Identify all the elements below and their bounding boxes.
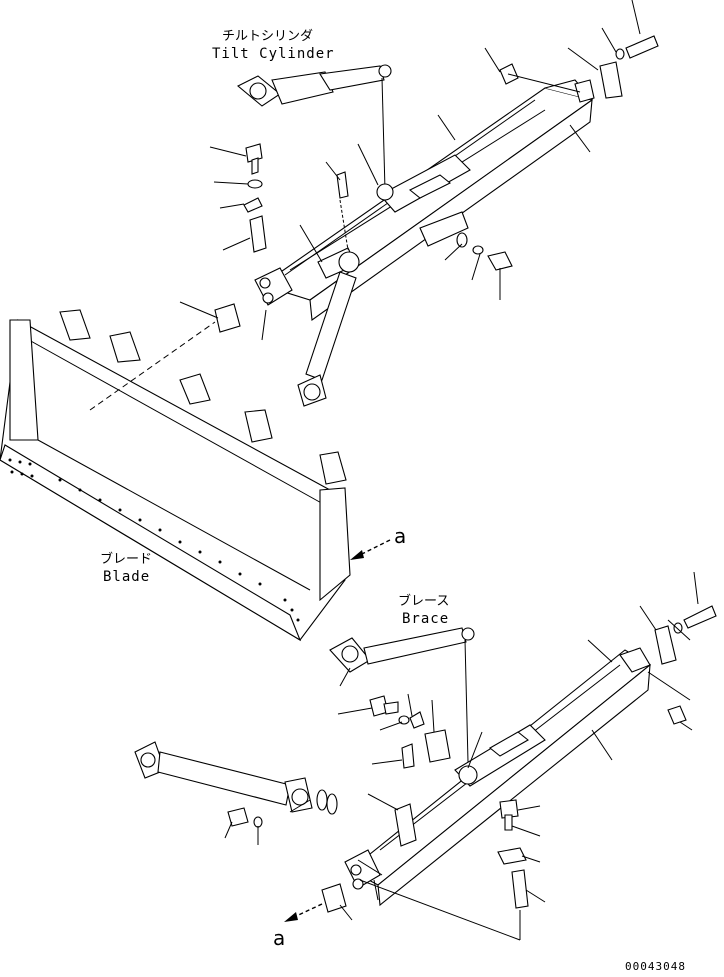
view-arrow-lower [284,903,323,922]
upper-brace-rod [297,271,357,407]
brace-cylinder [329,627,475,687]
lower-hardware [227,605,717,913]
lower-leader-lines [224,571,699,941]
tilt-cylinder-label-jp: チルトシリンダ [222,29,313,44]
blade [0,309,351,642]
upper-straight-frame [254,79,595,321]
blade-label-jp: ブレード [100,551,152,567]
view-reference-a-lower: a [273,926,285,950]
brace-label-jp: ブレース [398,593,449,609]
upper-leader-lines [179,0,641,341]
blade-hole-pattern [8,458,300,622]
leader-line [464,639,469,763]
view-arrow-upper [350,539,391,560]
brace-label-en: Brace [402,611,449,627]
lower-brace-rod [134,741,338,815]
blade-label-en: Blade [103,569,150,585]
drawing-number: 00043048 [625,960,686,973]
tilt-cylinder-label-en: Tilt Cylinder [212,46,335,62]
view-reference-a-upper: a [394,524,406,548]
lower-straight-frame [344,647,651,907]
leader-line [381,77,386,191]
tilt-cylinder [237,64,392,107]
upper-hardware [214,35,659,333]
